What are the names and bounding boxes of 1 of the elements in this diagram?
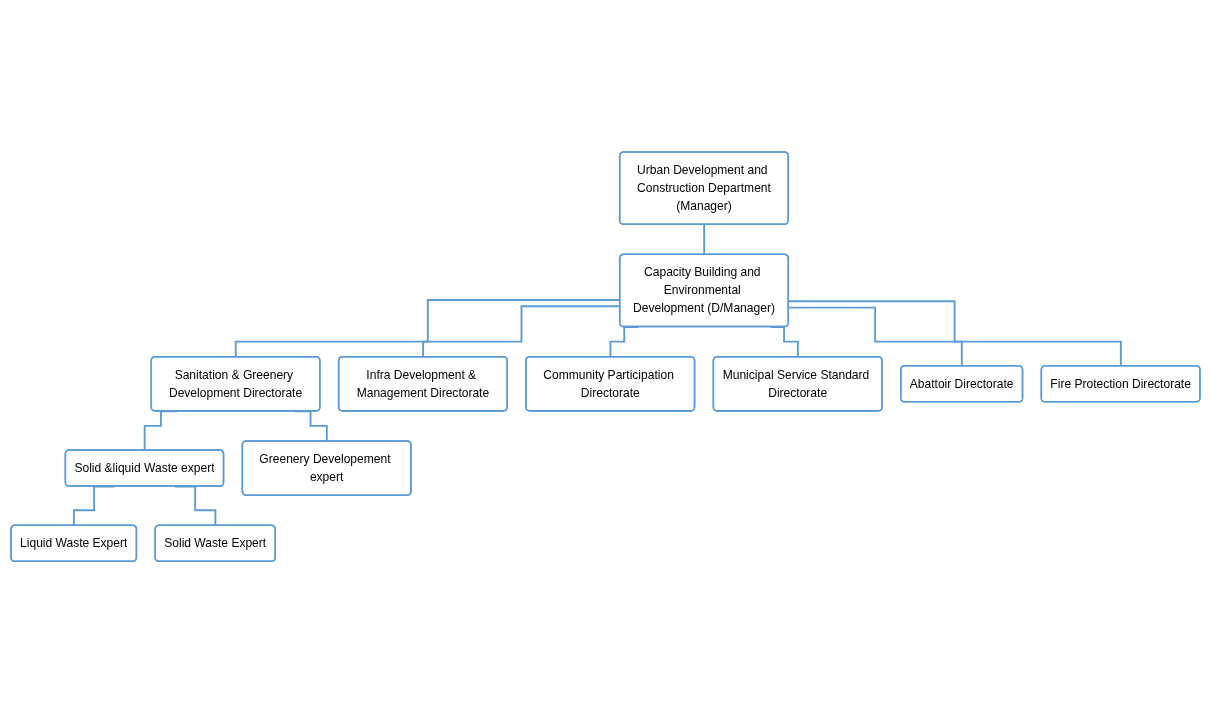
connector (703, 223, 706, 256)
